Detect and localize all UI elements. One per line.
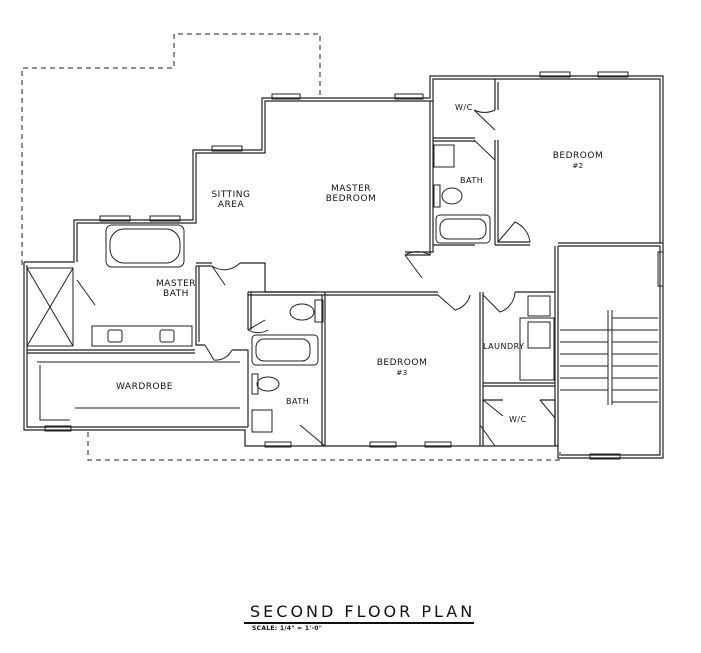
label-bath-lower: BATH: [286, 397, 310, 406]
label-bedroom-3: BEDROOM #3: [372, 358, 432, 378]
label-wardrobe: WARDROBE: [116, 382, 173, 392]
label-sitting-area-line2: AREA: [217, 200, 245, 210]
label-sitting-area-line1: SITTING: [211, 190, 251, 200]
fixtures: [26, 144, 658, 433]
interior-walls: [27, 79, 559, 446]
door-swings: [76, 109, 556, 447]
label-master-bedroom-line2: BEDROOM: [325, 194, 377, 204]
label-bedroom-2: BEDROOM #2: [548, 151, 608, 171]
roof-outline-dashed: [21, 33, 561, 461]
label-bedroom-2-line1: BEDROOM: [552, 151, 604, 161]
label-wic-lower: W/C: [509, 415, 527, 424]
label-bedroom-3-line2: #3: [396, 369, 408, 377]
label-laundry: LAUNDRY: [483, 342, 525, 351]
label-master-bedroom-line1: MASTER: [330, 184, 372, 194]
plan-title: SECOND FLOOR PLAN: [250, 602, 476, 621]
label-master-bath: MASTER BATH: [154, 279, 198, 299]
label-master-bath-line2: BATH: [163, 289, 189, 299]
label-sitting-area: SITTING AREA: [210, 190, 252, 210]
label-bedroom-3-line1: BEDROOM: [376, 358, 428, 368]
scale-note: SCALE: 1/4" = 1'-0": [252, 625, 323, 632]
exterior-walls: [23, 75, 664, 459]
label-master-bath-line1: MASTER: [155, 279, 197, 289]
label-master-bedroom: MASTER BEDROOM: [322, 184, 380, 204]
title-underline: [244, 622, 474, 624]
label-bedroom-2-line2: #2: [572, 162, 584, 170]
label-bath-top: BATH: [460, 176, 484, 185]
windows: [44, 71, 664, 460]
label-wic-top: W/C: [455, 103, 473, 112]
